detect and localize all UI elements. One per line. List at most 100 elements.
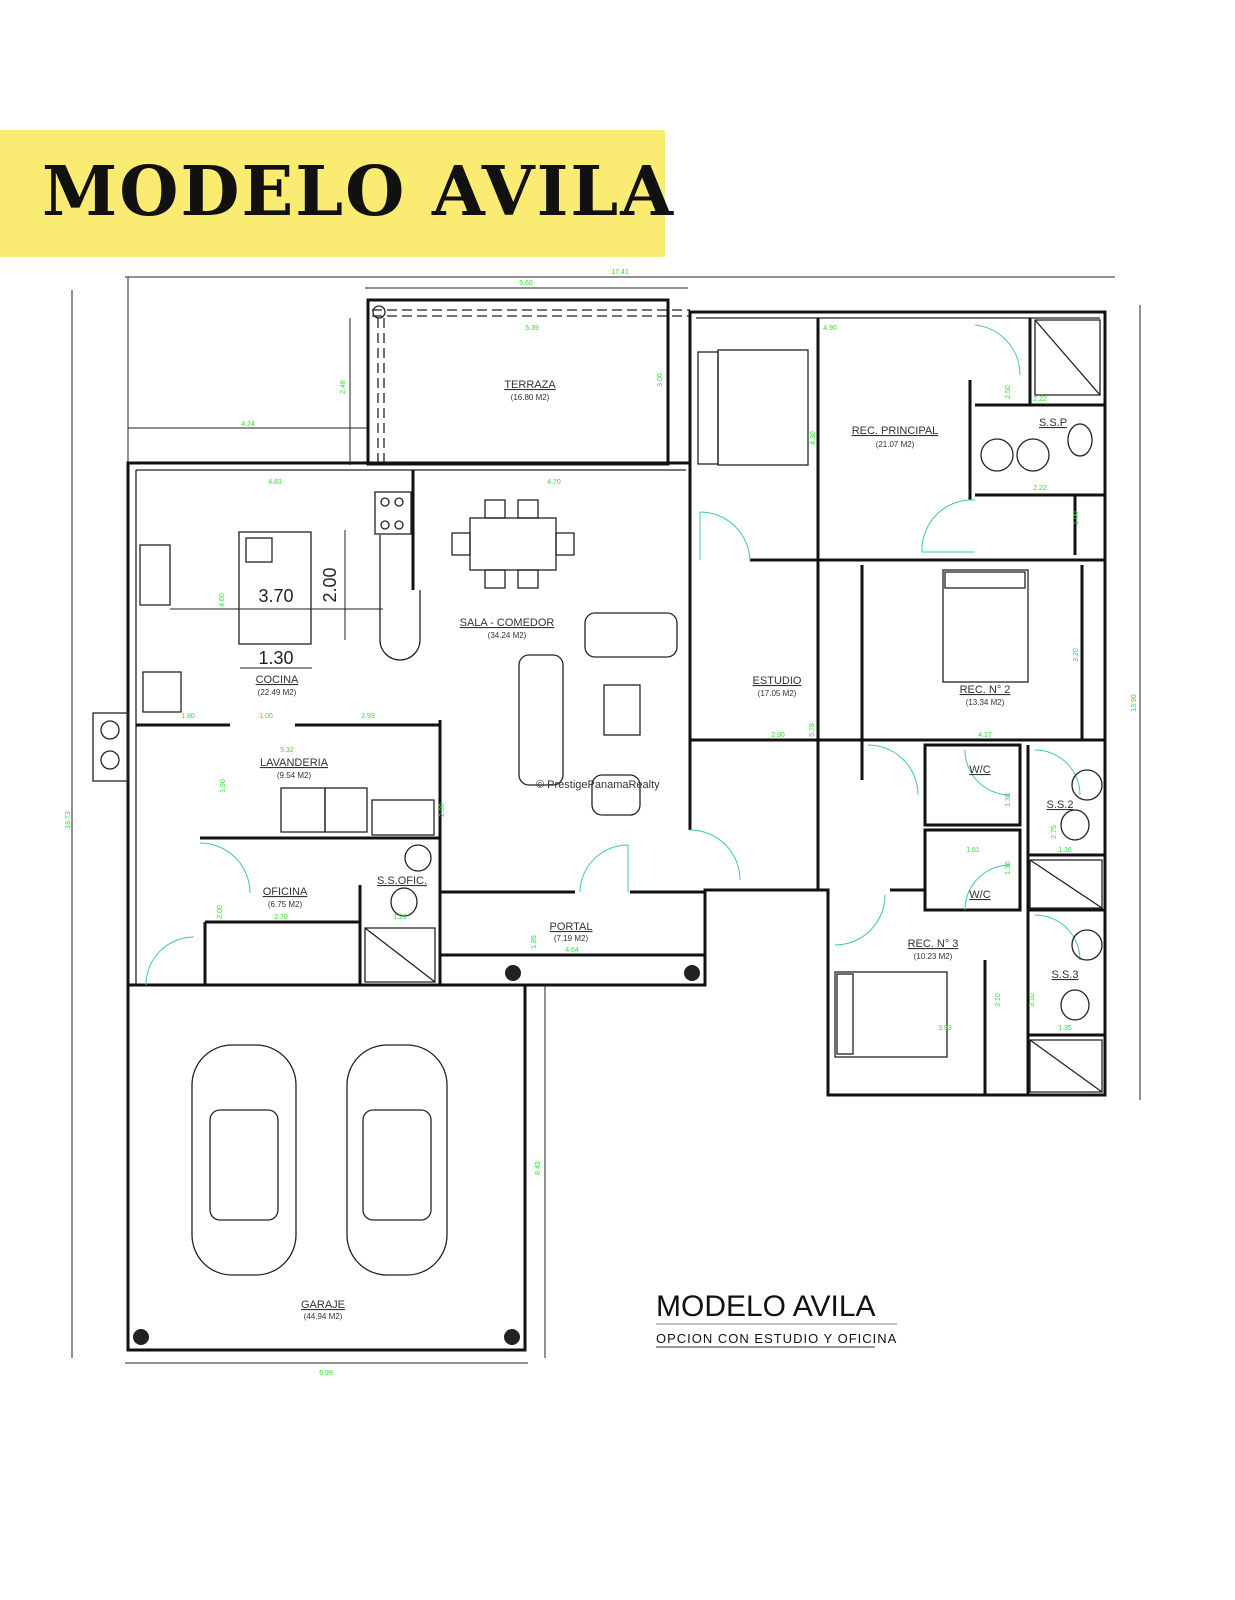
room-area: (22.49 M2) xyxy=(258,688,297,697)
dimension-label: 2.48 xyxy=(340,380,347,394)
room-name: PORTAL xyxy=(550,921,593,933)
kitchen-island xyxy=(238,531,312,645)
columns xyxy=(133,965,700,1345)
room-name: S.S.OFIC. xyxy=(377,875,427,887)
dimension-label: 1.00 xyxy=(259,713,273,720)
room-name: REC. N° 3 xyxy=(908,938,959,950)
dimension-label: 2.75 xyxy=(1051,825,1058,839)
bed-master xyxy=(717,349,809,466)
dimension-label: 1.00 xyxy=(1073,511,1080,525)
dimension-label: 1.35 xyxy=(1058,1025,1072,1032)
island-width: 1.30 xyxy=(258,648,293,668)
room-area: (13.34 M2) xyxy=(966,698,1005,707)
footer-subtitle: OPCION CON ESTUDIO Y OFICINA xyxy=(656,1331,897,1346)
island-dimensions: 3.70 2.00 1.30 xyxy=(170,530,383,669)
room-area: (44.94 M2) xyxy=(304,1312,343,1321)
dimension-label: 1.61 xyxy=(966,847,980,854)
dimension-label: 2.00 xyxy=(217,905,224,919)
dimension-label: 4.60 xyxy=(219,593,226,607)
room-name: S.S.P xyxy=(1039,417,1067,429)
footer-title-block: MODELO AVILA OPCION CON ESTUDIO Y OFICIN… xyxy=(656,1290,897,1348)
room-name: W/C xyxy=(969,764,990,776)
watermark: © PrestigePanamaRealty xyxy=(536,779,660,791)
title-banner: MODELO AVILA xyxy=(0,130,673,257)
dimension-label: 1.38 xyxy=(1005,793,1012,807)
dimension-label: 13.90 xyxy=(1131,694,1138,712)
washer xyxy=(280,787,326,833)
dimension-label: 4.83 xyxy=(268,479,282,486)
dimension-labels: 17.41 5.60 5.39 2.48 4.24 3.00 4.83 4.70… xyxy=(65,269,1138,1377)
dimension-label: 5.39 xyxy=(525,325,539,332)
island-length: 3.70 xyxy=(258,586,293,606)
door-swings xyxy=(145,324,1081,986)
footer-title: MODELO AVILA xyxy=(656,1290,876,1323)
water-heater xyxy=(92,712,129,782)
dimension-label: 4.90 xyxy=(823,325,837,332)
dryer xyxy=(324,787,368,833)
dimension-label: 5.60 xyxy=(519,280,533,287)
room-area: (17.05 M2) xyxy=(758,689,797,698)
room-area: (34.24 M2) xyxy=(488,631,527,640)
room-name: GARAJE xyxy=(301,1299,345,1311)
coffee-table xyxy=(603,684,641,736)
dimension-label: 3.10 xyxy=(995,993,1002,1007)
dimension-label: 18.73 xyxy=(65,811,72,829)
bed-rec3 xyxy=(834,971,948,1058)
dimension-label: 1.20 xyxy=(393,914,407,921)
room-name: SALA - COMEDOR xyxy=(460,617,555,629)
dimension-label: 2.90 xyxy=(771,732,785,739)
room-area: (10.23 M2) xyxy=(914,952,953,961)
room-name: TERRAZA xyxy=(504,379,556,391)
dimension-label: 3.10 xyxy=(1029,993,1036,1007)
dining-table xyxy=(469,517,557,571)
island-depth: 2.00 xyxy=(320,567,340,602)
room-labels: TERRAZA(16.80 M2) REC. PRINCIPAL(21.07 M… xyxy=(256,379,1079,1321)
room-name: OFICINA xyxy=(263,886,308,898)
room-name: REC. N° 2 xyxy=(960,684,1011,696)
dimension-label: 1.85 xyxy=(531,935,538,949)
fridge xyxy=(142,671,182,713)
room-name: LAVANDERIA xyxy=(260,757,329,769)
dimension-label: 2.22 xyxy=(1033,485,1047,492)
room-name: S.S.2 xyxy=(1047,799,1074,811)
dimension-label: 4.70 xyxy=(547,479,561,486)
dimension-label: 6.99 xyxy=(319,1370,333,1377)
dimension-label: 3.00 xyxy=(657,373,664,387)
dimension-label: 2.22 xyxy=(1033,396,1047,403)
dimension-label: 4.17 xyxy=(978,732,992,739)
dimension-label: 2.93 xyxy=(361,713,375,720)
walls xyxy=(126,298,1107,1352)
page-title: MODELO AVILA xyxy=(42,152,675,232)
dimension-label: 5.32 xyxy=(280,747,294,754)
dimension-label: 2.50 xyxy=(1005,385,1012,399)
room-area: (7.19 M2) xyxy=(554,934,589,943)
dimension-label: 1.90 xyxy=(220,779,227,793)
dimension-label: 5.78 xyxy=(809,723,816,737)
room-name: W/C xyxy=(969,889,990,901)
room-name: COCINA xyxy=(256,674,299,686)
room-name: S.S.3 xyxy=(1052,969,1079,981)
dimension-label: 3.93 xyxy=(938,1025,952,1032)
dimension-label: 4.64 xyxy=(565,947,579,954)
room-name: ESTUDIO xyxy=(753,675,802,687)
room-area: (6.75 M2) xyxy=(268,900,303,909)
laundry-sink xyxy=(371,799,435,836)
car-left xyxy=(191,1044,297,1276)
room-area: (9.54 M2) xyxy=(277,771,312,780)
dimension-label: 1.36 xyxy=(1058,847,1072,854)
dimension-label: 1.80 xyxy=(181,713,195,720)
armchair xyxy=(591,774,641,816)
sofa xyxy=(584,612,678,658)
dimension-label: 3.20 xyxy=(1073,648,1080,662)
dimension-label: 1.36 xyxy=(1005,861,1012,875)
stove xyxy=(374,491,412,535)
room-area: (16.80 M2) xyxy=(511,393,550,402)
dimension-label: 4.24 xyxy=(241,421,255,428)
dimension-label: 17.41 xyxy=(611,269,629,276)
car-right xyxy=(346,1044,448,1276)
sofa-long xyxy=(518,654,564,786)
furniture xyxy=(92,319,1103,1345)
dimension-label: 8.43 xyxy=(535,1161,542,1175)
kitchen-sink xyxy=(139,544,171,606)
